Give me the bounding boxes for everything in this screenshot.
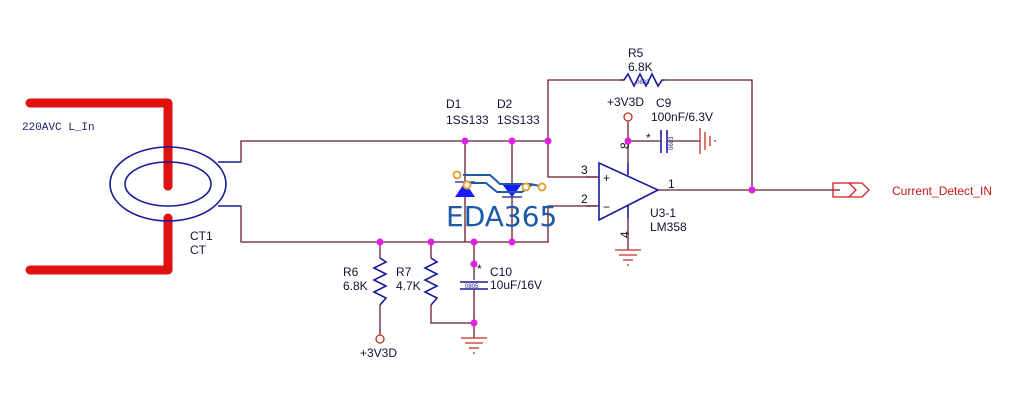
diode-d2 — [502, 184, 522, 198]
ct1-value: CT — [190, 243, 207, 257]
opamp-u3 — [586, 161, 660, 222]
junction-dot — [508, 137, 516, 145]
resistor-r5: 0603 — [620, 72, 665, 88]
pin-2-label: 2 — [581, 192, 588, 206]
r6-value: 6.8K — [343, 279, 368, 293]
resistor-r6 — [372, 257, 388, 306]
svg-text:0603: 0603 — [636, 80, 650, 86]
junction-dot — [470, 319, 478, 327]
junction-dot — [470, 238, 478, 246]
capacitor-c10: 0805 * — [460, 262, 488, 290]
watermark-logo — [452, 170, 547, 193]
c9-value: 100nF/6.3V — [651, 110, 713, 124]
d1-value: 1SS133 — [446, 113, 489, 127]
net-port-current-detect[interactable] — [832, 182, 870, 198]
c10-ref: C10 — [490, 265, 512, 279]
ground-icon-c9 — [699, 128, 716, 154]
d1-ref: D1 — [446, 97, 462, 111]
junction-dot — [748, 186, 756, 194]
vcc-bottom-label: +3V3D — [360, 346, 397, 360]
pin-4-label: 4 — [618, 231, 632, 238]
junction-dot — [470, 260, 478, 268]
opamp-minus-sign: − — [603, 200, 610, 214]
c9-ref: C9 — [656, 96, 672, 110]
svg-text:0805: 0805 — [465, 284, 479, 290]
opamp-plus-sign: + — [603, 171, 610, 185]
c10-value: 10uF/16V — [490, 278, 542, 292]
ct1-ref: CT1 — [190, 229, 213, 243]
power-line — [25, 98, 173, 275]
d2-value: 1SS133 — [497, 113, 540, 127]
r7-ref: R7 — [396, 265, 412, 279]
u3-value: LM358 — [650, 220, 687, 234]
junction-dot — [624, 137, 632, 145]
ground-icon-c10 — [461, 337, 487, 354]
resistor-r7 — [423, 257, 439, 306]
vcc-top-label: +3V3D — [607, 95, 644, 109]
power-port-3v3d-top — [623, 112, 633, 122]
u3-ref: U3-1 — [650, 206, 676, 220]
power-line-label: 220AVC L_In — [22, 122, 95, 134]
svg-text:*: * — [477, 262, 482, 276]
junction-dot — [376, 238, 384, 246]
r7-value: 4.7K — [396, 279, 421, 293]
r5-ref: R5 — [628, 46, 644, 60]
svg-text:0603: 0603 — [669, 136, 675, 150]
junctions — [376, 137, 756, 327]
ground-icon-opamp — [615, 249, 641, 266]
junction-dot — [427, 238, 435, 246]
wires — [240, 79, 840, 338]
watermark-text: EDA365 — [446, 200, 557, 233]
junction-dot — [544, 137, 552, 145]
junction-dot — [508, 238, 516, 246]
capacitor-c9: 0603 * — [646, 130, 675, 153]
svg-text:*: * — [646, 131, 651, 145]
pin-3-label: 3 — [581, 163, 588, 177]
pin-8-label: 8 — [618, 142, 632, 149]
net-port-label: Current_Detect_IN — [892, 184, 992, 198]
r5-value: 6.8K — [628, 60, 653, 74]
pin-1-label: 1 — [668, 177, 675, 191]
d2-ref: D2 — [497, 97, 513, 111]
junction-dot — [461, 137, 469, 145]
r6-ref: R6 — [343, 265, 359, 279]
power-port-3v3d-bottom — [375, 334, 385, 344]
current-transformer-ct1 — [109, 146, 240, 222]
